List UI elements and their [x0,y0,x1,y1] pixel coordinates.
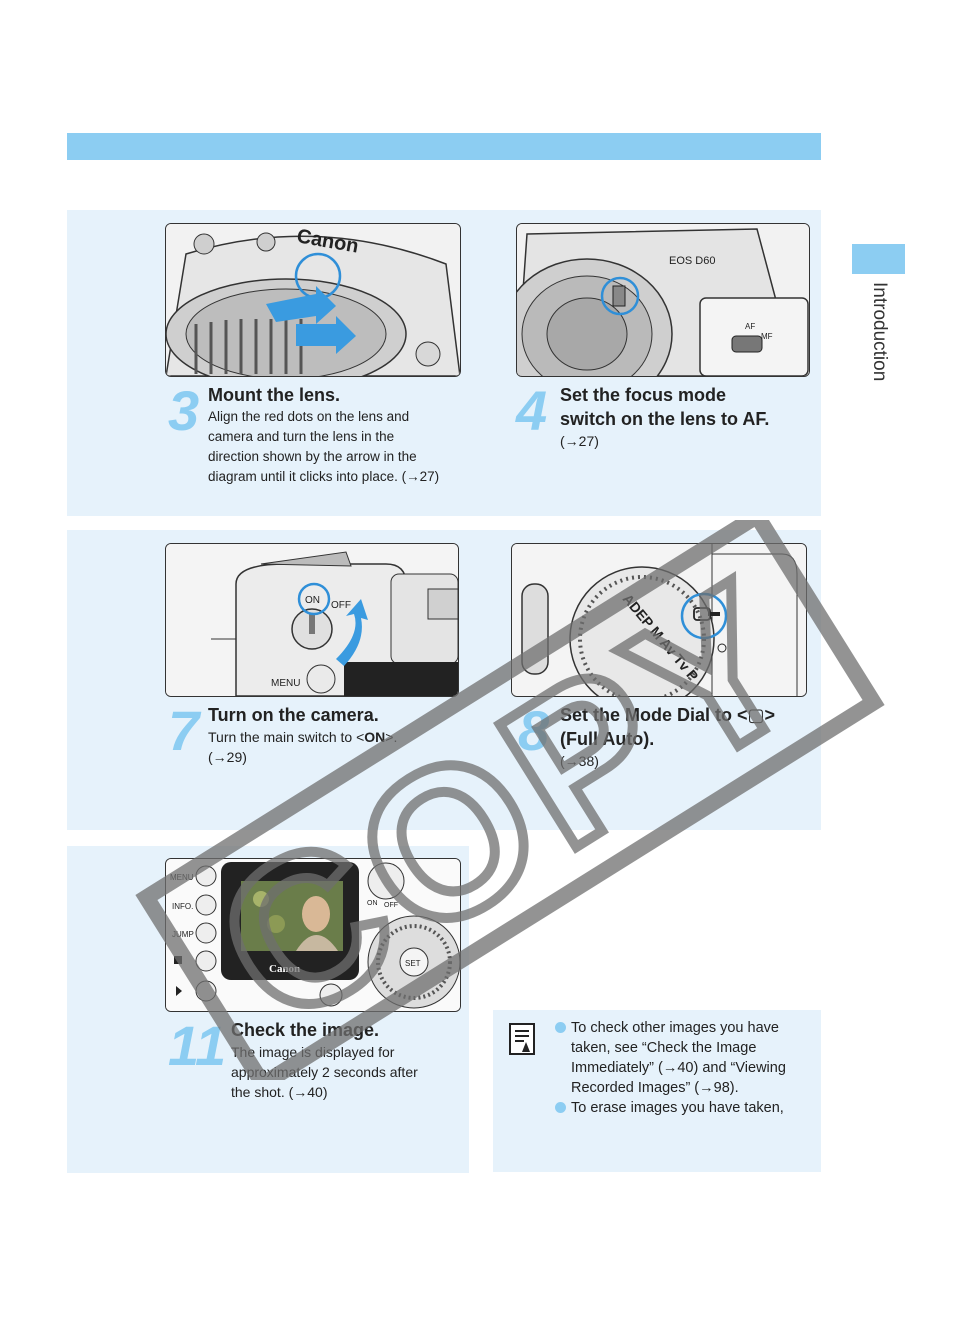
step-body-3-line: Align the red dots on the lens and [208,409,410,424]
step-number-4: 4 [516,379,548,442]
note-line: Immediately” (→40) and “Viewing [571,1060,786,1076]
step-body-3-line: diagram until it clicks into place. (→27… [208,469,440,484]
review-on-label: ON [367,900,378,907]
step-body-7-suffix: >. [385,729,398,745]
step-title-4: Set the focus mode switch on the lens to… [560,383,769,431]
bullet-icon [555,1102,566,1113]
step-body-3-line: direction shown by the arrow in the [208,449,417,464]
step-body-4: (→27) [560,433,599,449]
mount-lens-photo: Canon [165,223,461,377]
step-title-8-line: (Full Auto). [560,729,655,749]
menu-label-photo: MENU [271,678,300,689]
af-label: AF [745,322,755,331]
header-bar [67,133,821,160]
step-body-7-prefix: Turn the main switch to < [208,729,365,745]
note-line: taken, see “Check the Image [571,1040,757,1056]
switch-off-label: OFF [331,600,351,611]
step-title-7: Turn on the camera. [208,705,379,725]
step-title-4-line: switch on the lens to AF. [560,409,770,429]
section-label-text: Introduction [869,282,890,382]
step-body-11-line: approximately 2 seconds after [231,1064,418,1080]
step-body-11-line: the shot. (→40) [231,1084,328,1100]
note-item: To check other images you have taken, se… [555,1018,817,1098]
step-number-3: 3 [168,379,200,442]
focus-switch-photo: EOS D60 AF MF [516,223,810,377]
note-list: To check other images you have taken, se… [555,1018,817,1118]
step-body-11: The image is displayed for approximately… [231,1042,418,1102]
note-line: To check other images you have [571,1020,779,1036]
power-switch-photo: ON OFF MENU [165,543,459,697]
note-line: Recorded Images” (→98). [571,1080,739,1096]
step-title-4-line: Set the focus mode [560,385,727,405]
step-title-8-line: Set the Mode Dial to <▢> [560,705,776,725]
review-off-label: OFF [384,902,398,909]
jump-button-label: JUMP [172,930,194,939]
step-body-7-bold: ON [364,729,386,745]
switch-on-label: ON [305,595,320,606]
step-number-8: 8 [518,699,550,762]
section-tab [852,244,905,274]
step-body-7: Turn the main switch to <ON>. (→29) [208,727,397,767]
step-body-7-line: Turn the main switch to <ON>. [208,727,397,747]
check-image-photo: MENU INFO. JUMP Canon ON OFF SET [165,858,461,1012]
bullet-icon [555,1022,566,1033]
step-title-8: Set the Mode Dial to <▢> (Full Auto). [560,703,775,751]
mode-dial-photo: ADEP M Av Tv P [511,543,807,697]
step-number-11: 11 [168,1014,227,1077]
menu-button-label: MENU [170,873,194,882]
step-body-3: Align the red dots on the lens and camer… [208,407,439,487]
step-title-3: Mount the lens. [208,385,340,405]
screen-brand-label: Canon [269,963,300,975]
step-body-3-line: camera and turn the lens in the [208,429,395,444]
step-body-7-ref: (→29) [208,749,247,765]
step-number-7: 7 [168,699,200,762]
note-item: To erase images you have taken, [555,1098,817,1118]
section-label: Introduction [860,282,900,402]
info-button-label: INFO. [172,902,193,911]
set-button-label: SET [405,959,421,968]
step-body-8: (→38) [560,753,599,769]
step-body-11-line: The image is displayed for [231,1044,395,1060]
step-title-11: Check the image. [231,1020,380,1040]
mf-label: MF [761,332,773,341]
memo-icon [508,1022,538,1056]
note-line: To erase images you have taken, [571,1100,784,1116]
camera-model-label: EOS D60 [669,255,715,267]
